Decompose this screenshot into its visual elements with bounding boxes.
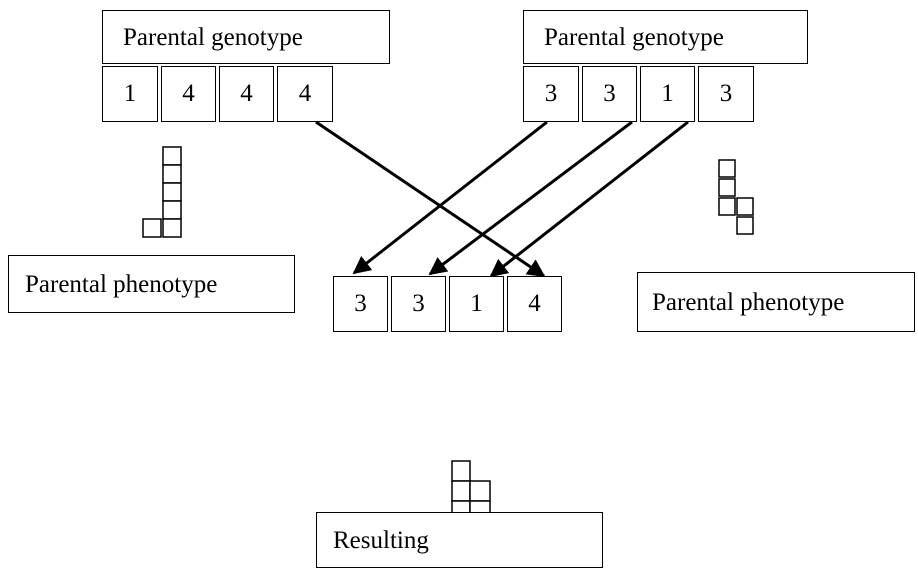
gene-cell: 3: [391, 276, 446, 332]
gene-cell: 4: [277, 66, 333, 122]
shape-block: [718, 159, 736, 178]
arrow-right-gene3-to-offspring-gene3: [489, 120, 689, 278]
gene-cell: 1: [449, 276, 504, 332]
arrow-right-gene2-to-offspring-gene2: [428, 120, 633, 276]
parental-genotype-right-genes: 3 3 1 3: [523, 66, 754, 122]
shape-block: [142, 218, 162, 238]
arrow-left-gene4-to-offspring-gene4: [315, 120, 546, 278]
gene-cell: 1: [640, 66, 695, 122]
offspring-genotype-genes: 3 3 1 4: [333, 276, 562, 332]
shape-block: [736, 197, 754, 216]
parental-genotype-left-genes: 1 4 4 4: [102, 66, 333, 122]
parental-genotype-right-label: Parental genotype: [523, 10, 808, 64]
shape-block: [469, 480, 491, 502]
gene-cell: 4: [161, 66, 216, 122]
resulting-label: Resulting: [316, 512, 603, 568]
gene-cell: 3: [333, 276, 388, 332]
gene-cell: 4: [219, 66, 274, 122]
parental-phenotype-right-label: Parental phenotype: [637, 272, 915, 332]
gene-cell: 3: [523, 66, 579, 122]
gene-cell: 3: [698, 66, 754, 122]
parental-phenotype-left-label: Parental phenotype: [8, 255, 295, 313]
shape-block: [162, 200, 182, 220]
shape-block: [451, 480, 471, 502]
parental-phenotype-right-shape: [718, 159, 754, 235]
shape-block: [718, 197, 736, 216]
shape-block: [162, 182, 182, 202]
arrow-right-gene1-to-offspring-gene1: [352, 120, 548, 275]
parental-phenotype-left-shape: [142, 146, 182, 238]
shape-block: [162, 164, 182, 184]
shape-block: [451, 460, 471, 482]
gene-cell: 1: [102, 66, 158, 122]
parental-genotype-left-label: Parental genotype: [102, 10, 390, 64]
gene-cell: 4: [507, 276, 562, 332]
shape-block: [736, 216, 754, 235]
shape-block: [162, 218, 182, 238]
shape-block: [162, 146, 182, 166]
gene-cell: 3: [582, 66, 637, 122]
shape-block: [718, 178, 736, 197]
